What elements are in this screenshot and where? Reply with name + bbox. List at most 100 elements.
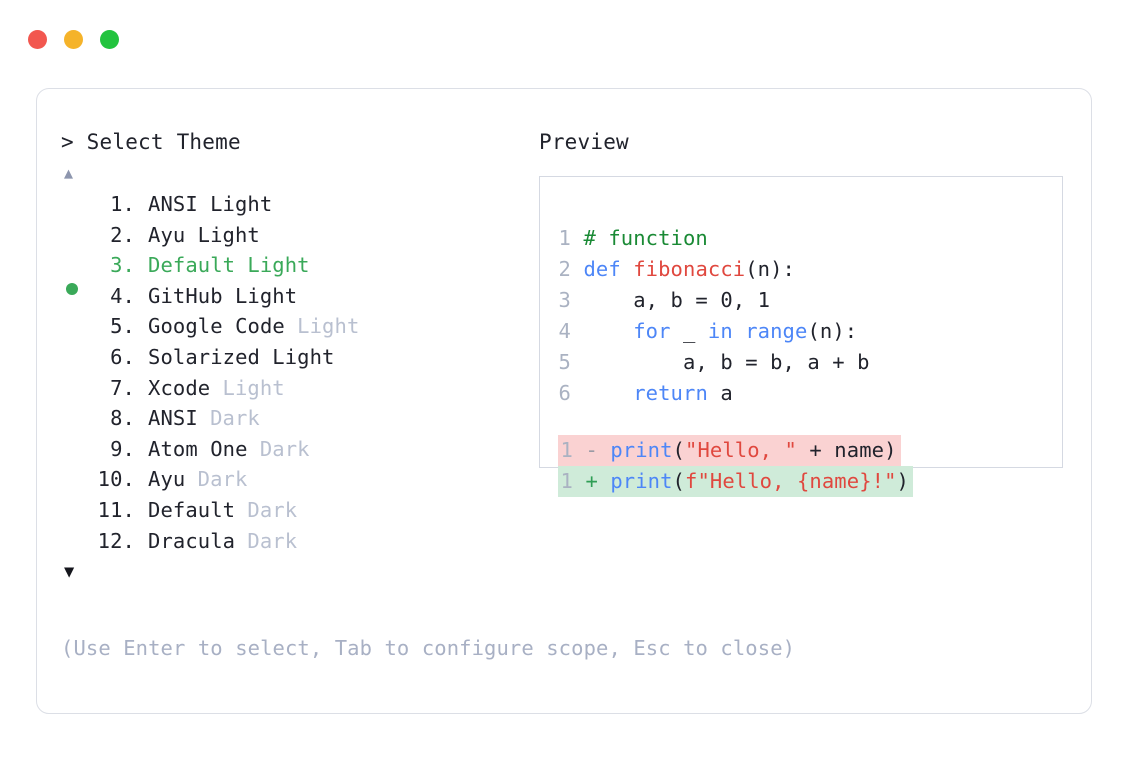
code-token: f"Hello, {name}!": [685, 469, 897, 493]
theme-item-name: Ayu: [148, 467, 186, 492]
code-diff-separator: [558, 409, 913, 435]
theme-item-index: 3.: [110, 253, 135, 278]
diff-line-body: 1 + print(f"Hello, {name}!"): [558, 466, 913, 497]
code-line-number: 1: [558, 226, 571, 250]
code-line: 3 a, b = 0, 1: [558, 285, 913, 316]
code-gutter-space: [571, 350, 583, 374]
code-token: fibonacci: [633, 257, 746, 281]
code-token: a: [707, 381, 733, 405]
preview-label: Preview: [539, 130, 629, 154]
theme-item-variant: Light: [222, 375, 285, 400]
code-token: a, b = 0, 1: [583, 288, 771, 312]
diff-line-number: 1: [560, 469, 573, 493]
theme-item-index: 4.: [110, 283, 135, 308]
code-token: a, b = b, a + b: [583, 350, 870, 374]
code-line-number: 6: [558, 381, 571, 405]
code-gutter-space: [571, 288, 583, 312]
theme-list-item[interactable]: 11. Default Dark: [61, 495, 531, 526]
code-token: print: [610, 438, 673, 462]
theme-item-variant: Light: [197, 222, 260, 247]
theme-item-name: ANSI: [148, 192, 198, 216]
theme-item-variant: Dark: [197, 467, 248, 492]
code-line-number: 4: [558, 319, 571, 343]
diff-line-add: 1 + print(f"Hello, {name}!"): [558, 466, 913, 497]
code-token: in range: [707, 319, 808, 343]
code-token: ): [896, 469, 909, 493]
code-line-number: 5: [558, 350, 571, 374]
theme-item-index: 1.: [110, 192, 135, 216]
theme-item-name: ANSI: [148, 406, 198, 431]
theme-list-item[interactable]: 2. Ayu Light: [61, 220, 531, 251]
minimize-dot[interactable]: [64, 30, 83, 49]
code-line-number: 2: [558, 257, 571, 281]
code-line: 6 return a: [558, 378, 913, 409]
selected-bullet-icon: [66, 283, 78, 296]
theme-item-variant: Light: [297, 314, 360, 339]
theme-item-name: Default: [148, 497, 236, 522]
code-token: return: [633, 381, 708, 405]
code-gutter-space: [571, 381, 583, 405]
theme-item-index: 5.: [110, 314, 135, 339]
theme-item-index: 11.: [97, 497, 135, 522]
code-line: 2 def fibonacci(n):: [558, 254, 913, 285]
code-token: (: [672, 438, 685, 462]
theme-item-name: Xcode: [148, 375, 211, 400]
theme-item-variant: Light: [234, 283, 298, 308]
theme-item-index: 12.: [97, 528, 135, 553]
theme-item-variant: Light: [272, 344, 335, 369]
window-titlebar: [28, 30, 119, 49]
code-line: 1 # function: [558, 223, 913, 254]
code-token: (n):: [807, 319, 858, 343]
theme-item-variant: Dark: [247, 497, 298, 522]
diff-line-number: 1: [560, 438, 573, 462]
theme-list-item[interactable]: 7. Xcode Light: [61, 373, 531, 404]
code-line: 4 for _ in range(n):: [558, 316, 913, 347]
scroll-down-arrow-icon[interactable]: ▼: [64, 562, 75, 583]
code-token: (n):: [745, 257, 795, 281]
theme-item-index: 2.: [110, 222, 135, 247]
close-dot[interactable]: [28, 30, 47, 49]
theme-item-name: Default: [148, 253, 236, 278]
maximize-dot[interactable]: [100, 30, 119, 49]
theme-item-index: 7.: [110, 375, 135, 400]
code-line-number: 3: [558, 288, 571, 312]
diff-line-body: 1 - print("Hello, " + name): [558, 435, 901, 466]
theme-item-variant: Dark: [247, 528, 298, 553]
theme-item-name: Atom One: [148, 436, 248, 461]
code-token: [583, 381, 633, 405]
code-token: print: [610, 469, 673, 493]
theme-item-index: 8.: [110, 406, 135, 431]
code-line: 5 a, b = b, a + b: [558, 347, 913, 378]
diff-sign: -: [573, 438, 611, 462]
code-token: [583, 319, 633, 343]
diff-line-del: 1 - print("Hello, " + name): [558, 435, 913, 466]
scroll-up-arrow-icon[interactable]: ▲: [64, 164, 74, 182]
code-token: def: [583, 257, 634, 281]
theme-item-index: 9.: [110, 436, 135, 461]
code-gutter-space: [571, 257, 583, 281]
code-token: _: [670, 319, 708, 343]
theme-item-name: Ayu: [148, 222, 186, 247]
diff-sign: +: [573, 469, 611, 493]
theme-item-variant: Dark: [259, 436, 310, 461]
theme-item-variant: Light: [247, 253, 310, 278]
theme-item-index: 6.: [110, 344, 135, 369]
theme-list-item[interactable]: 9. Atom One Dark: [61, 434, 531, 465]
code-token: # function: [583, 226, 708, 250]
theme-list-item[interactable]: 3. Default Light: [61, 250, 531, 296]
keyboard-hint: (Use Enter to select, Tab to configure s…: [61, 636, 796, 660]
